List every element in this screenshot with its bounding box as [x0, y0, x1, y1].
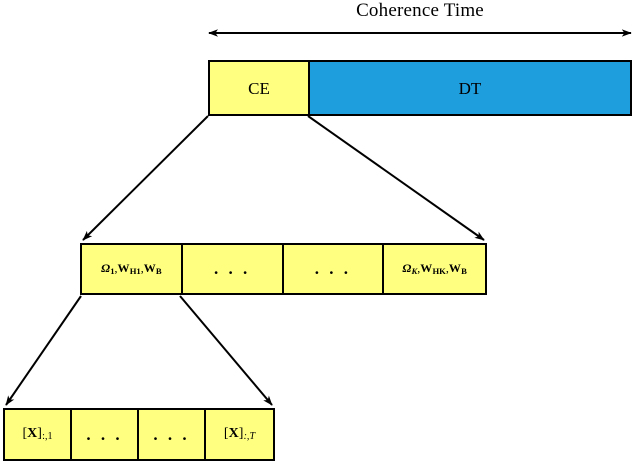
- omega-symbol-k: Ω: [402, 260, 412, 275]
- ce-segment-label: CE: [248, 78, 270, 98]
- x-matrix-t: X: [228, 425, 239, 441]
- dt-segment-label: DT: [458, 78, 482, 98]
- separator-comma-b1: ,: [140, 260, 144, 275]
- ce-to-subframe-right-arrow: [307, 115, 485, 241]
- w-matrix-hk: W: [420, 260, 433, 275]
- separator-comma-bk: ,: [445, 260, 449, 275]
- symbol-cell-first[interactable]: [X]:,1: [5, 410, 72, 459]
- symbol-first-expression: [X]:,1: [22, 425, 53, 443]
- ellipsis-mid-2: . . .: [314, 259, 351, 278]
- bracket-close-1: ]: [37, 425, 42, 441]
- x-matrix-1: X: [27, 425, 38, 441]
- subframe-to-symbol-left-arrow: [5, 295, 82, 406]
- pilot-symbol-row: [X]:,1 . . . . . . [X]:,T: [3, 408, 275, 461]
- separator-comma-a1: ,: [114, 260, 118, 275]
- w-hk-subscript: HK: [432, 266, 446, 277]
- ellipsis-mid-1: . . .: [214, 259, 251, 278]
- w-b1-subscript: B: [155, 266, 162, 277]
- subframe-last-expression: ΩK,WHK,WB: [402, 262, 466, 276]
- coherence-time-block: CE DT: [208, 60, 632, 116]
- symbol-cell-ellipsis-1: . . .: [72, 410, 139, 459]
- omega-subscript-1: 1: [110, 266, 115, 277]
- ellipsis-bot-2: . . .: [153, 424, 190, 444]
- dt-segment[interactable]: DT: [310, 62, 630, 114]
- bracket-close-t: ]: [238, 425, 244, 441]
- x-subscript-1: :,1: [42, 431, 53, 443]
- separator-comma-ak: ,: [417, 260, 421, 275]
- w-matrix-h1: W: [117, 260, 130, 275]
- w-bk-subscript: B: [461, 266, 467, 277]
- omega-subscript-k: K: [411, 266, 418, 277]
- x-subscript-t: :,T: [243, 431, 256, 443]
- diagram-title: Coherence Time: [356, 0, 484, 21]
- ellipsis-bot-1: . . .: [86, 424, 123, 444]
- symbol-last-expression: [X]:,T: [223, 425, 256, 443]
- ce-to-subframe-left-arrow: [82, 115, 209, 241]
- symbol-cell-ellipsis-2: . . .: [139, 410, 206, 459]
- ce-segment[interactable]: CE: [210, 62, 310, 114]
- subframe-to-symbol-right-arrow: [179, 295, 273, 406]
- w-matrix-b1: W: [143, 260, 156, 275]
- ce-subframe-row: Ω1,WH1,WB . . . . . . ΩK,WHK,WB: [80, 243, 487, 295]
- bracket-open-t: [: [223, 425, 229, 441]
- subframe-first-expression: Ω1,WH1,WB: [101, 262, 162, 276]
- subframe-cell-first[interactable]: Ω1,WH1,WB: [82, 245, 183, 293]
- subframe-cell-ellipsis-2: . . .: [283, 245, 385, 293]
- bracket-open-1: [: [22, 425, 28, 441]
- w-h1-subscript: H1: [129, 266, 141, 277]
- w-matrix-bk: W: [448, 260, 461, 275]
- omega-symbol-1: Ω: [101, 260, 111, 275]
- subframe-cell-last[interactable]: ΩK,WHK,WB: [384, 245, 485, 293]
- symbol-cell-last[interactable]: [X]:,T: [206, 410, 273, 459]
- subframe-cell-ellipsis-1: . . .: [182, 245, 284, 293]
